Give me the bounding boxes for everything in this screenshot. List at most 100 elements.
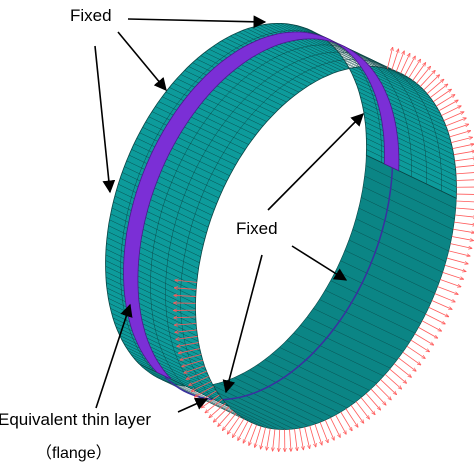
- arrow-icon: [222, 254, 263, 394]
- radial-load-arrow: [437, 286, 459, 295]
- radial-load-arrow: [324, 419, 334, 440]
- radial-load-arrow: [449, 131, 471, 138]
- radial-load-arrow: [444, 264, 466, 271]
- radial-load-arrow: [176, 335, 198, 339]
- arrow-icon: [95, 303, 133, 409]
- ring-inner-surface: [138, 154, 457, 430]
- radial-load-arrow: [453, 151, 474, 156]
- radial-load-arrow: [222, 412, 237, 430]
- radial-load-arrow: [386, 47, 392, 69]
- radial-load-arrow: [294, 428, 298, 451]
- radial-load-arrow: [330, 417, 340, 438]
- radial-load-arrow: [391, 49, 399, 71]
- radial-load-arrow: [279, 429, 280, 452]
- radial-load-arrow: [414, 333, 434, 345]
- radial-load-arrow: [428, 307, 449, 316]
- radial-load-arrow: [456, 200, 474, 203]
- radial-load-arrow: [404, 56, 416, 76]
- radial-load-arrow: [384, 374, 401, 389]
- label-fixed-middle: Fixed: [236, 219, 278, 238]
- mesh-line: [168, 382, 259, 426]
- arrow-icon: [177, 397, 209, 413]
- mesh-line: [340, 260, 431, 304]
- radial-load-arrow: [454, 158, 474, 162]
- mesh-line: [325, 289, 416, 334]
- mesh-line: [279, 347, 370, 391]
- arrow-icon: [127, 15, 267, 29]
- radial-load-arrow: [400, 53, 410, 74]
- mesh-line: [144, 368, 235, 412]
- radial-load-arrow: [340, 411, 352, 431]
- mesh-line: [241, 373, 332, 418]
- radial-load-arrow: [440, 279, 461, 287]
- mesh-line: [363, 186, 454, 230]
- radial-load-arrow: [447, 124, 469, 132]
- mesh-line: [272, 353, 363, 397]
- equivalent-flange-band: [123, 31, 400, 380]
- radial-load-arrow: [186, 370, 207, 379]
- radial-load-arrow: [445, 118, 467, 127]
- mesh-line: [286, 340, 377, 384]
- radial-load-arrow: [189, 376, 209, 385]
- mesh-line: [344, 250, 436, 294]
- radial-load-arrow: [205, 398, 223, 413]
- radial-load-arrow: [355, 401, 369, 419]
- radial-load-arrow: [360, 397, 375, 415]
- mesh-line: [249, 369, 340, 413]
- mesh-line: [358, 207, 449, 252]
- arrow-icon: [267, 113, 364, 211]
- radial-load-arrow: [213, 406, 230, 422]
- mesh-line: [355, 218, 446, 262]
- radial-load-arrow: [446, 257, 468, 264]
- mesh-line: [203, 385, 294, 430]
- radial-load-arrow: [319, 422, 328, 442]
- arrow-icon: [94, 45, 116, 194]
- radial-load-arrow: [450, 243, 471, 249]
- radial-load-arrow: [182, 359, 203, 366]
- radial-load-arrow: [299, 428, 304, 450]
- mesh-line: [306, 316, 398, 361]
- radial-load-arrow: [243, 422, 253, 443]
- label-flange: （flange）: [36, 445, 112, 462]
- radial-load-arrow: [177, 342, 199, 347]
- radial-load-arrow: [174, 317, 196, 318]
- radial-load-arrow: [249, 424, 257, 446]
- radial-load-arrow: [451, 137, 472, 144]
- radial-load-arrow: [441, 106, 461, 116]
- radial-load-arrow: [430, 84, 447, 98]
- mesh-line: [234, 377, 325, 421]
- radial-load-arrow: [431, 300, 452, 310]
- radial-load-arrow: [209, 402, 226, 418]
- radial-load-arrow: [273, 429, 276, 451]
- radial-load-arrow: [261, 427, 266, 449]
- radial-load-arrow: [448, 250, 470, 256]
- label-equivalent-thin-layer: Equivalent thin layer: [0, 410, 152, 429]
- radial-load-arrow: [452, 144, 474, 149]
- radial-load-arrow: [389, 368, 407, 383]
- mesh-line: [175, 384, 266, 428]
- mesh-line: [165, 51, 427, 393]
- arrow-icon: [291, 245, 348, 281]
- radial-load-arrow: [232, 418, 245, 438]
- radial-load-arrow: [375, 384, 392, 400]
- radial-load-arrow: [314, 424, 322, 445]
- radial-load-arrow: [426, 79, 444, 94]
- mesh-line: [365, 165, 456, 209]
- mesh-line: [319, 299, 410, 343]
- radial-load-arrow: [365, 393, 380, 410]
- radial-load-arrow: [416, 66, 431, 84]
- radial-load-arrow: [412, 63, 426, 81]
- radial-load-arrow: [423, 75, 440, 91]
- mesh-line: [352, 229, 443, 273]
- flange-band-shape: [123, 31, 400, 380]
- radial-load-arrow: [304, 427, 310, 448]
- mesh-line: [348, 239, 440, 284]
- radial-load-arrow: [443, 112, 464, 121]
- radial-load-arrow: [380, 379, 397, 394]
- radial-load-arrow: [455, 208, 474, 210]
- mesh-line: [335, 270, 426, 314]
- radial-load-arrow: [455, 172, 474, 175]
- mesh-line: [180, 58, 442, 400]
- radial-load-arrow: [350, 405, 364, 423]
